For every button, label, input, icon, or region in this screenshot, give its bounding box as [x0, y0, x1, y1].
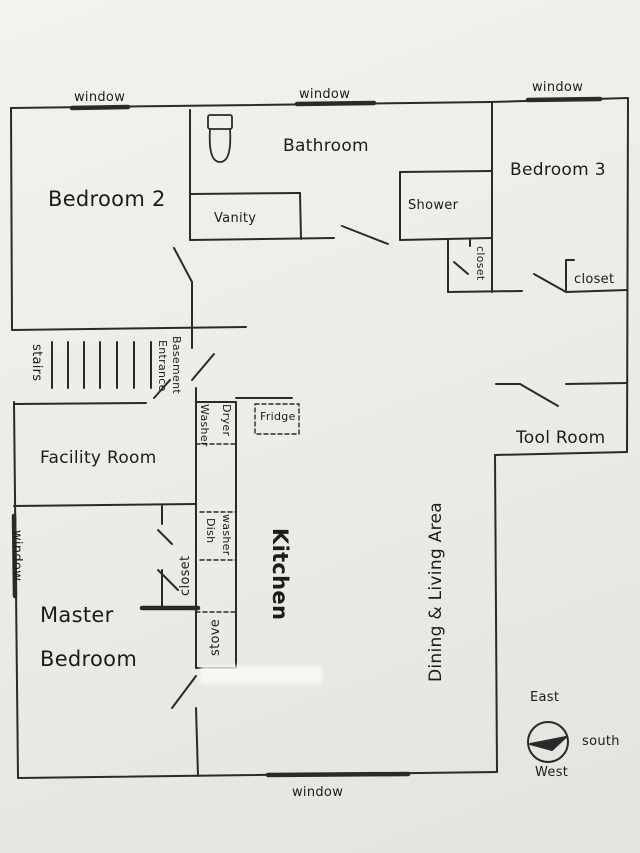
room-bedroom-3: Bedroom 3: [510, 160, 606, 180]
compass-south: south: [582, 734, 620, 749]
compass-east: East: [530, 690, 560, 705]
toilet-icon: [207, 114, 233, 163]
fixture-dishwasher: washer: [220, 514, 233, 556]
fixture-dryer: Dryer: [220, 404, 233, 437]
fixture-vanity: Vanity: [214, 211, 257, 226]
fixture-closet-bath: closet: [474, 246, 487, 281]
compass-icon: [527, 721, 569, 763]
window-label-top-right: window: [532, 80, 584, 95]
interior-walls: [11, 101, 628, 777]
label-stairs: stairs: [29, 344, 44, 382]
dashed-lines: [195, 403, 300, 613]
fixture-closet-master: closet: [178, 555, 193, 596]
room-tool: Tool Room: [516, 428, 606, 448]
paper-glare: [200, 666, 322, 684]
fixture-stove: stove: [208, 618, 223, 656]
room-master-line1: Master: [40, 603, 114, 627]
fixture-fridge: Fridge: [260, 410, 296, 423]
window-label-left: window: [9, 530, 24, 582]
room-master-line2: Bedroom: [40, 647, 138, 671]
room-bedroom-2: Bedroom 2: [48, 187, 166, 211]
window-marks: [11, 96, 603, 778]
room-kitchen: Kitchen: [268, 528, 292, 621]
fixture-closet-bedroom3: closet: [574, 272, 615, 287]
label-basement: Basement: [170, 336, 183, 394]
room-facility: Facility Room: [40, 448, 157, 468]
window-label-top-mid: window: [299, 87, 351, 102]
compass-west: West: [535, 765, 569, 780]
window-label-top-left: window: [74, 90, 126, 105]
fixture-shower: Shower: [408, 198, 459, 213]
fixture-dish: Dish: [204, 518, 217, 544]
room-bathroom: Bathroom: [283, 136, 369, 156]
room-dining-living: Dining & Living Area: [426, 501, 446, 682]
fixture-washer: Washer: [198, 404, 211, 447]
window-label-bottom: window: [292, 785, 344, 800]
door-swings: [153, 225, 567, 709]
label-entrance: Entrance: [156, 340, 169, 392]
